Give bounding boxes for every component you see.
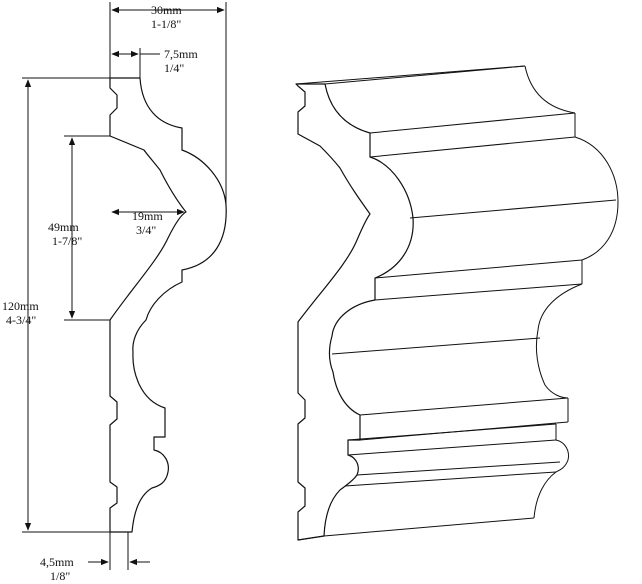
height-imperial-label: 4-3/4"	[6, 313, 36, 327]
width-imperial-label: 1-1/8"	[151, 17, 181, 31]
bottom-metric-label: 4,5mm	[40, 555, 74, 569]
cove-depth-imperial-label: 3/4"	[136, 223, 156, 237]
dimension-labels: 30mm 1-1/8" 7,5mm 1/4" 19mm 3/4" 49mm 1-…	[2, 3, 198, 583]
profile-section	[109, 77, 227, 533]
dimension-lines	[22, 2, 227, 570]
profile-outline	[109, 77, 227, 533]
cove-height-metric-label: 49mm	[48, 220, 79, 234]
perspective-view	[295, 65, 619, 541]
height-metric-label: 120mm	[2, 299, 39, 313]
fillet-imperial-label: 1/4"	[164, 61, 184, 75]
perspective-front-face	[295, 83, 414, 541]
cove-height-imperial-label: 1-7/8"	[52, 234, 82, 248]
width-metric-label: 30mm	[151, 3, 182, 17]
cove-depth-metric-label: 19mm	[132, 209, 163, 223]
fillet-metric-label: 7,5mm	[164, 47, 198, 61]
bottom-imperial-label: 1/8"	[50, 569, 70, 583]
